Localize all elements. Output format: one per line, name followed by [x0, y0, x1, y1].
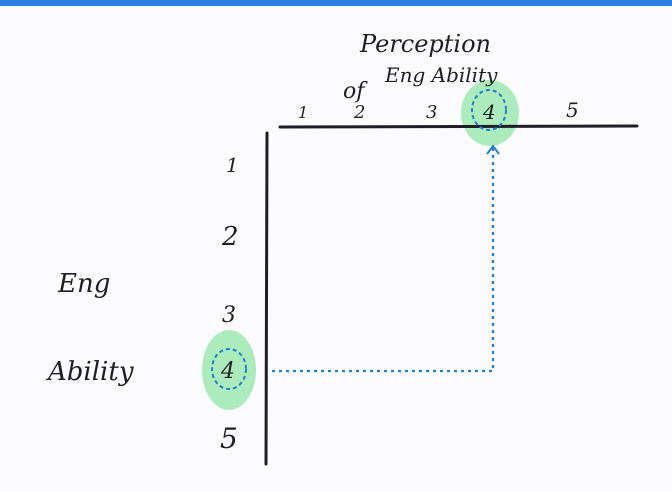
- left-axis-line: [264, 131, 269, 466]
- left-label-eng: Eng: [57, 269, 110, 299]
- left-axis-tick-4: 4: [220, 359, 235, 384]
- left-axis-tick-3: 3: [222, 303, 236, 328]
- left-axis-tick-labels: 1 2 3 4 5: [220, 153, 239, 455]
- left-axis-tick-2: 2: [221, 222, 239, 252]
- top-accent-bar: [0, 0, 672, 6]
- top-axis-tick-3: 3: [426, 102, 437, 123]
- top-axis-tick-4: 4: [482, 100, 496, 124]
- highlight-left-4: [202, 330, 256, 410]
- title-of: of: [343, 79, 368, 104]
- left-axis-tick-1: 1: [226, 153, 239, 177]
- dotted-connector-arrowhead: [486, 144, 500, 155]
- dashed-circle-left-4: [211, 348, 247, 390]
- top-axis-tick-2: 2: [353, 102, 365, 123]
- top-axis-tick-5: 5: [566, 98, 579, 122]
- left-axis-tick-5: 5: [220, 422, 238, 455]
- dashed-circle-top-4: [471, 89, 507, 131]
- top-axis-tick-labels: 1 2 3 4 5: [298, 98, 579, 124]
- left-label-ability: Ability: [46, 357, 134, 387]
- title-eng-ability: Eng Ability: [384, 63, 498, 87]
- dotted-connector: [272, 146, 495, 373]
- top-axis-line: [278, 124, 639, 129]
- title-perception: Perception: [359, 30, 491, 58]
- top-axis-tick-1: 1: [298, 103, 308, 122]
